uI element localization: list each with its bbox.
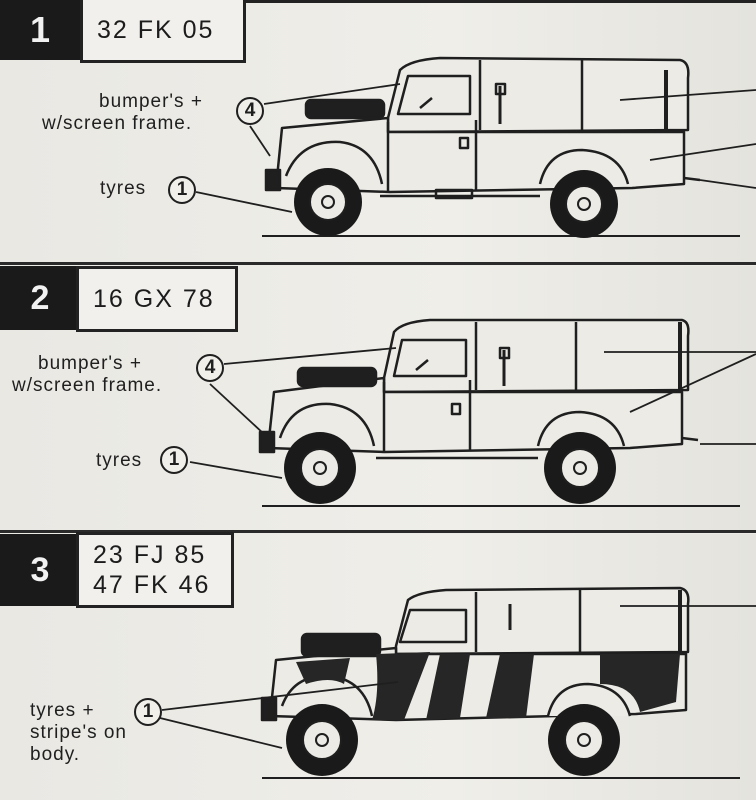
- vehicle-code: 32 FK 05: [97, 15, 215, 44]
- front-tyre-2: [284, 432, 356, 504]
- label-tyres: tyres: [100, 178, 147, 199]
- label-screen-frame: w/screen frame.: [12, 375, 163, 396]
- vehicle-code-box: 32 FK 05: [80, 0, 246, 63]
- vehicle-code-box: 16 GX 78: [76, 266, 238, 332]
- vehicle-code: 47 FK 46: [93, 571, 211, 599]
- label-tyres: tyres: [96, 450, 143, 471]
- label-tyres: tyres +: [30, 700, 95, 721]
- top-rule: [246, 0, 756, 3]
- callout-4: 4: [236, 97, 264, 125]
- callout-1: 1: [160, 446, 188, 474]
- rear-tyre-1: [550, 170, 618, 238]
- callout-1: 1: [134, 698, 162, 726]
- vehicle-section-1: 1 32 FK 05 bumper's + w/screen frame. 4 …: [0, 0, 756, 265]
- vehicle-section-2: 2 16 GX 78 bumper's + w/screen frame. 4 …: [0, 266, 756, 533]
- camo-stripes: [296, 652, 680, 720]
- callout-1: 1: [168, 176, 196, 204]
- vehicle-code: 23 FJ 85: [93, 541, 207, 569]
- land-rover-drawing-3: [159, 586, 756, 779]
- land-rover-drawing-2: [189, 318, 756, 507]
- front-tyre-3: [286, 704, 358, 776]
- land-rover-drawing-1: [195, 56, 756, 238]
- callout-4: 4: [196, 354, 224, 382]
- label-body: body.: [30, 744, 81, 765]
- rear-tyre-3: [548, 704, 620, 776]
- label-stripes: stripe's on: [30, 722, 128, 743]
- rear-tyre-2: [544, 432, 616, 504]
- section-number-badge: 3: [0, 534, 80, 606]
- front-tyre-1: [294, 168, 362, 236]
- vehicle-code: 16 GX 78: [93, 284, 215, 313]
- vehicle-section-3: 3 23 FJ 85 47 FK 46 tyres + 1 stripe's o…: [0, 532, 756, 800]
- label-bumpers: bumper's +: [38, 353, 142, 374]
- vehicle-code-box: 23 FJ 85 47 FK 46: [76, 532, 234, 608]
- section-number-badge: 1: [0, 0, 80, 60]
- label-screen-frame: w/screen frame.: [42, 113, 193, 134]
- label-bumpers: bumper's +: [99, 91, 203, 112]
- section-number-badge: 2: [0, 266, 80, 330]
